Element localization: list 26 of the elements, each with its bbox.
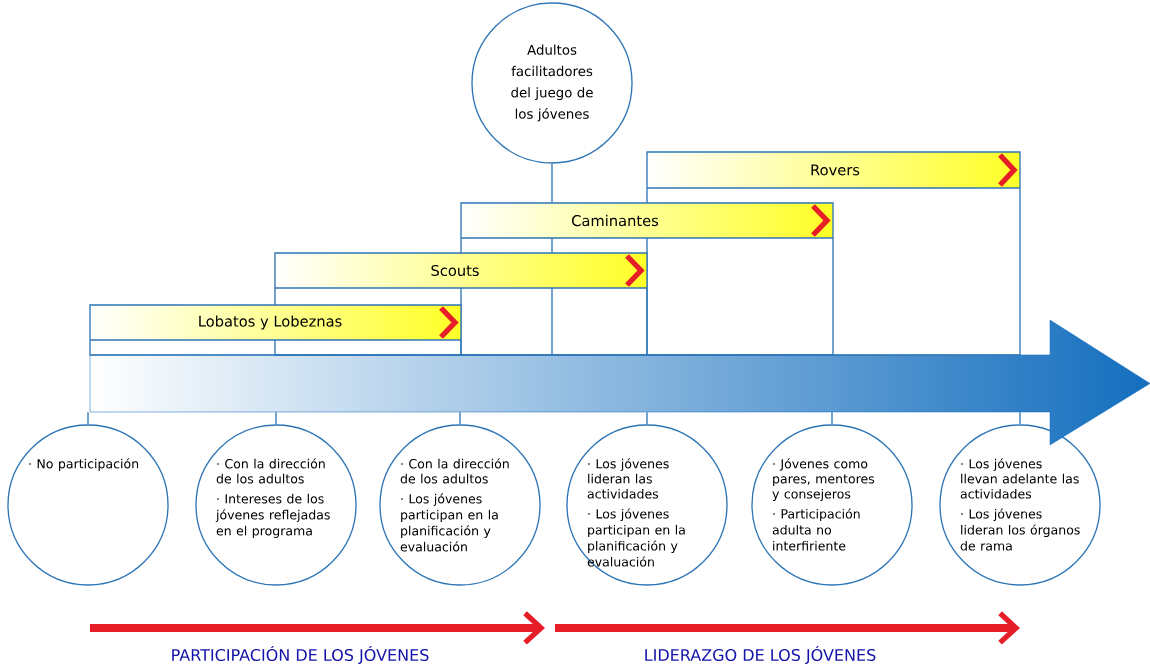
bullet-text: · Intereses de los jóvenes reflejadas en el programa <box>215 493 330 538</box>
circle <box>379 424 541 586</box>
bullet-text: · Jóvenes como pares, mentores y consejeros <box>772 458 875 501</box>
connector-line <box>831 411 833 425</box>
bullet-text: · Los jóvenes lideran las actividades <box>587 458 669 499</box>
circle <box>7 424 169 586</box>
connector-line <box>646 411 648 425</box>
circle <box>195 424 357 586</box>
bullet-text: · Los jóvenes llevan adelante las actividades <box>960 458 1079 499</box>
bullet-text: · Con la dirección de los adultos <box>400 458 509 484</box>
bullet-text: · Con la dirección de los adultos <box>216 458 325 484</box>
connector-line <box>551 163 553 204</box>
connector-line <box>87 411 89 425</box>
circle <box>566 424 728 586</box>
bullet-text: · Participación adulta no interfiriente <box>772 508 860 551</box>
connector-line <box>275 411 277 425</box>
bullet-text: · Los jóvenes participan en la planificación y evaluación <box>400 493 498 552</box>
bullet-text: · No participación <box>29 458 139 471</box>
phase-label: LIDERAZGO DE LOS JÓVENES <box>645 646 876 664</box>
band-box: Lobatos y Lobeznas <box>89 304 462 356</box>
connector-line <box>1019 411 1021 425</box>
bullet-text: · Los jóvenes lideran los órganos de rama <box>960 508 1080 551</box>
connector-line <box>459 411 461 425</box>
circle <box>939 424 1101 586</box>
phase-label: PARTICIPACIÓN DE LOS JÓVENES <box>172 646 429 664</box>
circle <box>751 424 913 586</box>
